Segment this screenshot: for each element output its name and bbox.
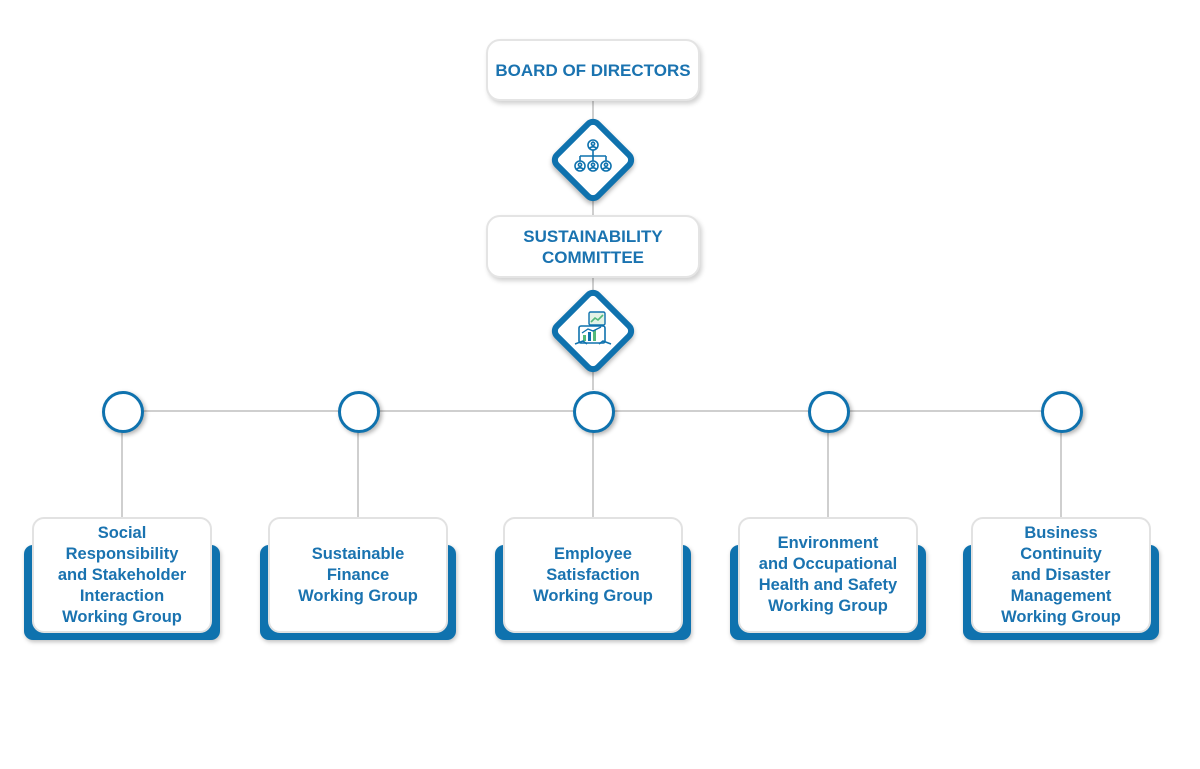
text-line: Health and Safety bbox=[758, 576, 898, 594]
board-of-directors-box: BOARD OF DIRECTORS bbox=[486, 39, 700, 101]
text-line: Working Group bbox=[768, 597, 888, 615]
text-line: Working Group bbox=[298, 586, 418, 605]
text-line: Working Group bbox=[533, 586, 653, 605]
node-circle-5 bbox=[1041, 391, 1083, 433]
node-circle-3 bbox=[573, 391, 615, 433]
node-circle-4 bbox=[808, 391, 850, 433]
text-line: Responsibility bbox=[65, 544, 179, 563]
text-line: Finance bbox=[326, 565, 390, 584]
text-line: Environment bbox=[777, 534, 879, 552]
text-line: Working Group bbox=[1001, 607, 1121, 626]
text-line: Working Group bbox=[62, 607, 182, 626]
text-line: Continuity bbox=[1020, 544, 1102, 563]
node-circle-1 bbox=[102, 391, 144, 433]
text-line: and Stakeholder bbox=[57, 565, 187, 584]
text-line: Social bbox=[97, 523, 147, 542]
text-line: Business bbox=[1024, 523, 1098, 542]
text-line: Satisfaction bbox=[546, 565, 640, 584]
org-hierarchy-icon bbox=[574, 139, 612, 172]
text-line: Sustainable bbox=[311, 544, 405, 563]
text-line: and Disaster bbox=[1011, 565, 1111, 584]
node-circle-2 bbox=[338, 391, 380, 433]
text-line: Management bbox=[1010, 586, 1112, 605]
text-line: SUSTAINABILITY bbox=[523, 226, 663, 246]
growth-dashboard-icon bbox=[574, 311, 612, 345]
text-line: Employee bbox=[554, 544, 632, 563]
text-line: COMMITTEE bbox=[542, 247, 644, 267]
text-line: Interaction bbox=[79, 586, 165, 605]
text-line: and Occupational bbox=[758, 555, 898, 573]
text-line: BOARD OF DIRECTORS bbox=[495, 60, 691, 80]
